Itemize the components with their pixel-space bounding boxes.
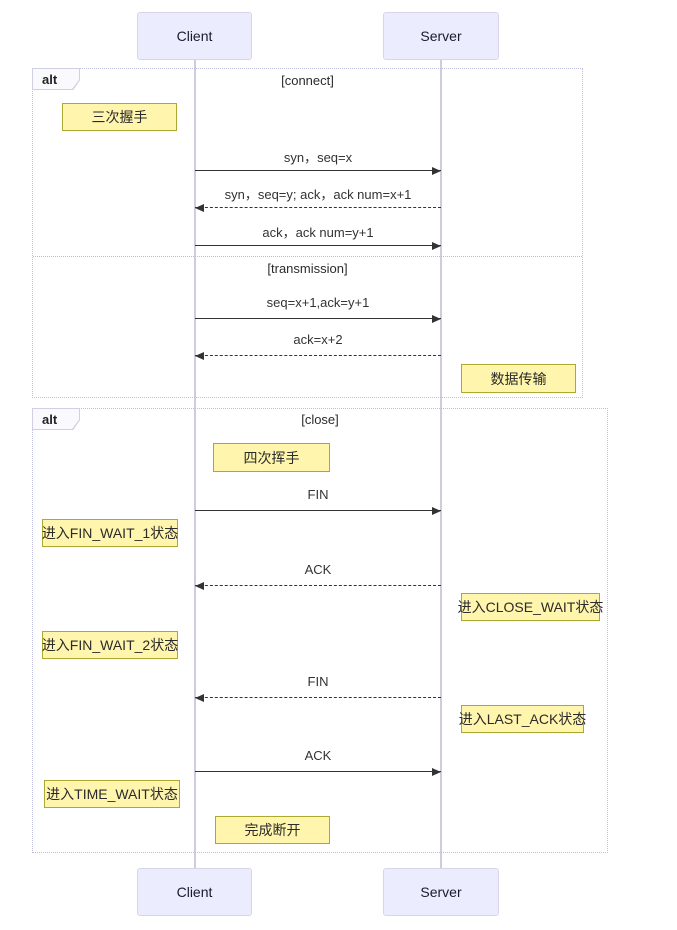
message-arrow-data — [195, 315, 441, 323]
alt-frame-label-box: alt — [32, 408, 80, 430]
alt-section-divider — [33, 256, 582, 257]
message-label: FIN — [307, 674, 329, 689]
note-three-way-handshake: 三次握手 — [62, 103, 177, 131]
arrowhead-right-icon — [432, 315, 441, 323]
client-lifeline — [194, 60, 196, 868]
alt-frame-label: alt — [33, 69, 79, 89]
message-label: ack=x+2 — [293, 332, 343, 347]
condition-connect: [connect] — [281, 73, 334, 88]
alt-frame-label-box: alt — [32, 68, 80, 90]
note-fin-wait-2: 进入FIN_WAIT_2状态 — [42, 631, 178, 659]
arrowhead-right-icon — [432, 242, 441, 250]
arrowhead-left-icon — [195, 694, 204, 702]
participant-label: Server — [420, 28, 462, 44]
condition-transmission: [transmission] — [267, 261, 348, 276]
arrowhead-left-icon — [195, 352, 204, 360]
participant-label: Client — [176, 28, 213, 44]
message-arrow-ack3 — [195, 768, 441, 776]
message-label: syn，seq=y; ack，ack num=x+1 — [224, 187, 412, 202]
arrowhead-right-icon — [432, 507, 441, 515]
note-time-wait: 进入TIME_WAIT状态 — [44, 780, 180, 808]
message-arrow-ack2 — [195, 582, 441, 590]
participant-label: Client — [176, 884, 213, 900]
participant-label: Server — [420, 884, 462, 900]
server-lifeline — [440, 60, 442, 868]
note-fin-wait-1: 进入FIN_WAIT_1状态 — [42, 519, 178, 547]
arrowhead-right-icon — [432, 768, 441, 776]
message-label: ACK — [304, 562, 332, 577]
alt-frame-close: alt [close] — [32, 408, 608, 853]
message-arrow-data-ack — [195, 352, 441, 360]
participant-client-bottom: Client — [137, 868, 252, 916]
message-label: FIN — [307, 487, 329, 502]
message-label: seq=x+1,ack=y+1 — [266, 295, 370, 310]
message-arrow-synack — [195, 204, 441, 212]
note-disconnect-complete: 完成断开 — [215, 816, 330, 844]
message-label: ACK — [304, 748, 332, 763]
message-label: ack，ack num=y+1 — [262, 225, 374, 240]
note-four-way-wave: 四次挥手 — [213, 443, 330, 472]
message-arrow-fin1 — [195, 507, 441, 515]
note-close-wait: 进入CLOSE_WAIT状态 — [458, 593, 603, 621]
alt-frame-label: alt — [33, 409, 79, 429]
note-last-ack: 进入LAST_ACK状态 — [459, 705, 586, 733]
participant-server-bottom: Server — [383, 868, 499, 916]
message-arrow-fin2 — [195, 694, 441, 702]
arrowhead-left-icon — [195, 204, 204, 212]
message-arrow-syn — [195, 167, 441, 175]
note-data-transmission: 数据传输 — [461, 364, 576, 393]
alt-frame-connect: alt [connect] [transmission] — [32, 68, 583, 398]
arrowhead-left-icon — [195, 582, 204, 590]
participant-server-top: Server — [383, 12, 499, 60]
arrowhead-right-icon — [432, 167, 441, 175]
message-label: syn，seq=x — [283, 150, 353, 165]
condition-close: [close] — [301, 412, 339, 427]
participant-client-top: Client — [137, 12, 252, 60]
message-arrow-ack — [195, 242, 441, 250]
